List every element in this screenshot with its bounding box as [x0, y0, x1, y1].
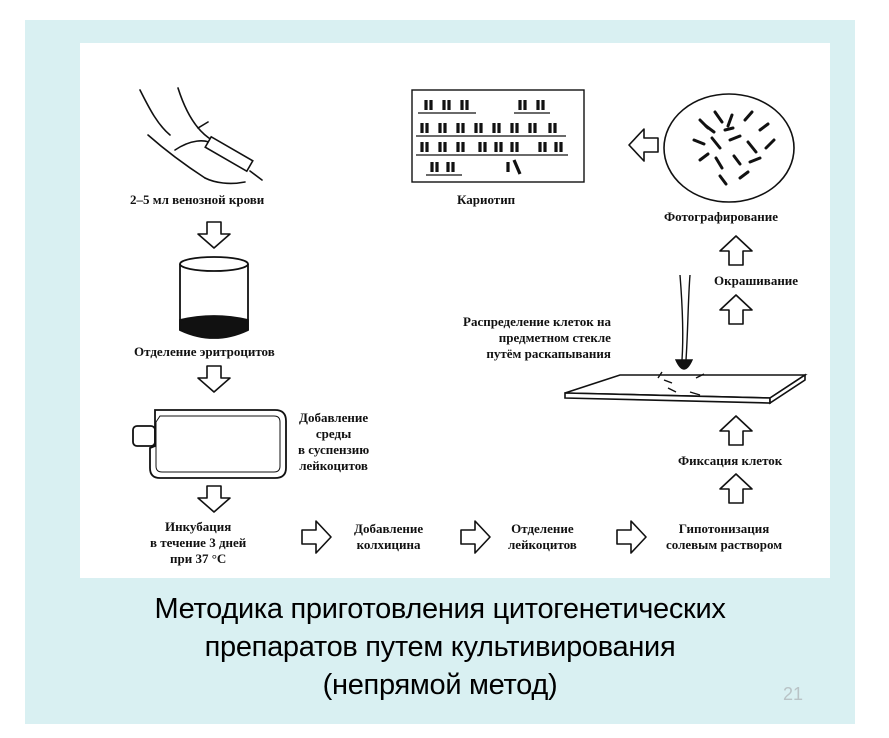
- label-hypotonic: Гипотонизация солевым раствором: [666, 521, 783, 552]
- label-staining: Окрашивание: [714, 273, 799, 288]
- metaphase-spread-illustration: [663, 93, 795, 203]
- label-karyotype: Кариотип: [457, 192, 516, 207]
- tube-illustration: [179, 256, 249, 339]
- arrows: [197, 128, 753, 554]
- caption-line-1: Методика приготовления цитогенетических: [154, 593, 726, 625]
- page-number: 21: [783, 684, 804, 704]
- karyotype-illustration: [411, 89, 585, 183]
- caption-line-3: (непрямой метод): [322, 669, 558, 701]
- label-spreading: Распределение клеток на предметном стекл…: [463, 314, 611, 361]
- glass-slide-illustration: [564, 373, 808, 405]
- label-colchicine: Добавление колхицина: [354, 521, 424, 552]
- label-blood: 2–5 мл венозной крови: [130, 192, 265, 207]
- flask-illustration: [132, 409, 287, 479]
- caption-line-2: препаратов путем культивирования: [204, 631, 676, 663]
- hand-syringe-illustration: [139, 87, 263, 185]
- slide-caption: Методика приготовления цитогенетических …: [25, 590, 855, 704]
- label-erythrocyte-separation: Отделение эритроцитов: [134, 344, 275, 359]
- label-leukocyte-separation: Отделение лейкоцитов: [508, 521, 577, 552]
- label-fixation: Фиксация клеток: [678, 453, 783, 468]
- pipette-illustration: [657, 274, 705, 396]
- label-photography: Фотографирование: [664, 209, 779, 224]
- label-incubation: Инкубация в течение 3 дней при 37 °С: [150, 519, 247, 566]
- label-medium-addition: Добавление среды в суспензию лейкоцитов: [298, 410, 370, 473]
